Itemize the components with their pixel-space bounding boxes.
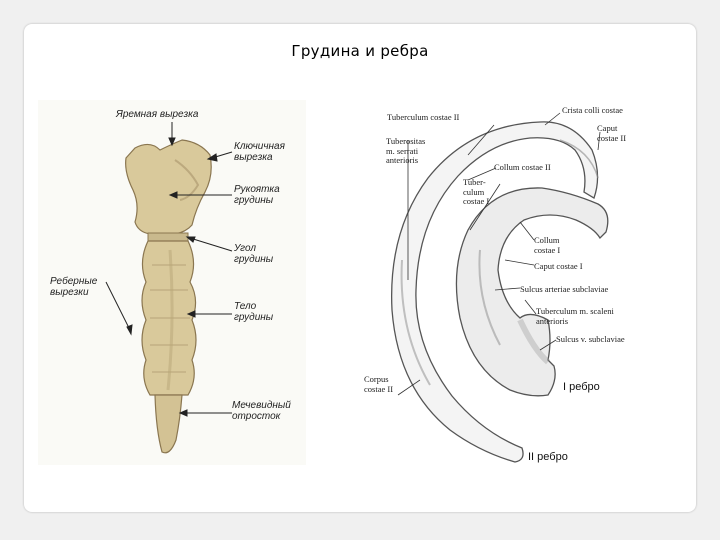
label-sternum-body: Тело грудины [234,301,274,323]
xiphoid-shape [154,394,183,454]
label-manubrium: Рукоятка грудины [234,184,280,206]
label-xiphoid: Мечевидный отросток [232,400,291,422]
label-tuberculum-scaleni: Tuberculum m. scaleni anterioris [536,306,614,326]
label-tuberculum-costae-i: Tuber- culum costae I [463,177,490,206]
label-sulcus-arteriae: Sulcus arteriae subclaviae [520,284,609,294]
label-caput-costae-ii: Caput costae II [597,123,627,143]
label-costal-notches: Реберные вырезки [50,276,98,298]
rib-ii-shape [390,121,599,463]
caption-rib-i: I ребро [563,381,600,393]
slide-title: Грудина и ребра [291,42,429,60]
label-tuberculum-costae-ii: Tuberculum costae II [387,112,460,122]
label-caput-costae-i: Caput costae I [534,261,583,271]
label-sulcus-venae: Sulcus v. subclaviae [556,334,625,344]
label-crista-colli-costae: Crista colli costae [562,105,623,115]
caption-rib-ii: II ребро [528,451,568,463]
label-collum-costae-ii: Collum costae II [494,162,551,172]
label-corpus-costae-ii: Corpus costae II [364,374,394,394]
label-clavicular-notch: Ключичная вырезка [234,141,285,163]
label-jugular-notch: Яремная вырезка [116,109,199,120]
label-sternal-angle: Угол грудины [234,243,274,265]
label-tuberositas-serrati: Tuberositas m. serrati anterioris [386,136,426,165]
rib-i-shape [455,187,609,397]
label-collum-costae-i: Collum costae I [534,235,561,255]
